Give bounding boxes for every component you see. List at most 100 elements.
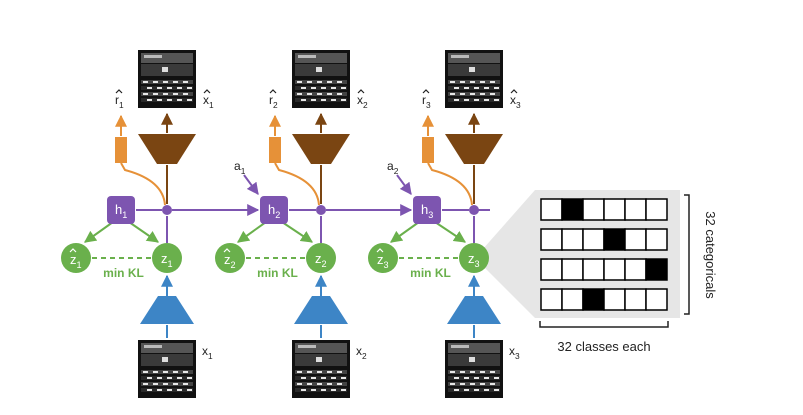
input-frame-stripe <box>147 389 152 391</box>
reconstruction-frame-stripe <box>167 87 172 89</box>
dot-to-reward-line <box>427 162 473 206</box>
action-label: a2 <box>387 159 399 176</box>
input-frame-stripe <box>167 377 172 379</box>
reconstruction-frame-stripe <box>173 93 178 95</box>
reconstruction-frame-stripe <box>167 99 172 101</box>
input-frame-stripe <box>450 371 455 373</box>
input-frame-stripe <box>454 389 459 391</box>
input-frame-stripe <box>143 383 148 385</box>
reconstruction-frame-stripe <box>321 99 326 101</box>
reconstruction-frame-stripe <box>327 93 332 95</box>
input-frame-stripe <box>157 389 162 391</box>
reconstruction-frame-stripe <box>494 99 499 101</box>
min-kl-label: min KL <box>410 266 451 280</box>
reconstruction-frame-stripe <box>311 99 316 101</box>
rhat-label-main: r <box>115 93 119 107</box>
decoder-trapezoid <box>138 134 196 164</box>
input-frame-stripe <box>173 383 178 385</box>
input-frame-stripe <box>187 389 192 391</box>
reconstruction-frame-stripe <box>163 93 168 95</box>
input-frame-stripe <box>321 389 326 391</box>
x-label-main: x <box>509 344 515 358</box>
x-label-main: x <box>356 344 362 358</box>
reconstruction-frame-stripe <box>143 93 148 95</box>
reconstruction-frame-stripe <box>157 99 162 101</box>
input-frame-stripe <box>317 383 322 385</box>
deterministic-state-box <box>260 196 288 224</box>
input-frame-stripe <box>177 389 182 391</box>
reconstruction-frame-stripe <box>317 93 322 95</box>
input-frame-stripe <box>337 383 342 385</box>
input-frame-stripe <box>311 389 316 391</box>
reconstruction-frame-stripe <box>341 99 346 101</box>
reward-predictor <box>422 137 434 163</box>
input-frame-stripe <box>297 383 302 385</box>
input-frame-stripe <box>317 371 322 373</box>
dot-to-reward-line <box>120 162 166 206</box>
category-cell <box>603 258 626 281</box>
input-frame-stripe <box>157 377 162 379</box>
z-label: z1 <box>161 251 173 269</box>
rhat-label: r2 <box>269 93 278 110</box>
reward-predictor <box>115 137 127 163</box>
input-frame-stripe <box>301 377 306 379</box>
action-label-sub: 1 <box>241 166 246 176</box>
x-label-sub: 3 <box>515 351 520 361</box>
reconstruction-frame-stripe <box>147 87 152 89</box>
xhat-label-sub: 1 <box>209 100 214 110</box>
classes-label: 32 classes each <box>557 339 650 354</box>
category-cell <box>645 198 668 221</box>
xhat-label: x3 <box>510 93 521 110</box>
stochastic-state-node <box>459 243 489 273</box>
reconstruction-frame-stripe <box>307 93 312 95</box>
reconstruction-frame-stripe <box>474 99 479 101</box>
category-cell <box>540 228 563 251</box>
xhat-label-sub: 2 <box>363 100 368 110</box>
xhat-hat <box>203 89 211 94</box>
reconstruction-frame-stripe <box>494 87 499 89</box>
reconstruction-frame-stripe <box>177 99 182 101</box>
z-label-main: z <box>315 251 322 266</box>
reconstruction-frame-score <box>298 55 316 58</box>
zhat-hat <box>223 248 231 253</box>
input-frame-sprite <box>162 357 168 362</box>
input-frame-stripe <box>454 377 459 379</box>
reconstruction-frame <box>292 50 350 108</box>
h-label: h1 <box>115 202 127 220</box>
x-label: x3 <box>509 344 520 361</box>
xhat-label-main: x <box>357 93 363 107</box>
input-frame-stripe <box>494 389 499 391</box>
reconstruction-frame-stripe <box>153 93 158 95</box>
zhat-label-main: z <box>377 252 384 267</box>
reconstruction-frame-stripe <box>484 87 489 89</box>
category-cell <box>645 228 668 251</box>
reconstruction-frame-stripe <box>301 87 306 89</box>
input-frame-stripe <box>307 383 312 385</box>
classes-bracket <box>539 321 669 328</box>
reconstruction-frame <box>138 50 196 108</box>
z-label-sub: 3 <box>475 259 480 269</box>
input-frame-stripe <box>464 377 469 379</box>
input-frame <box>292 340 350 398</box>
xhat-hat <box>510 89 518 94</box>
rhat-hat <box>269 89 277 94</box>
rhat-hat <box>115 89 123 94</box>
z-label-main: z <box>161 251 168 266</box>
h-label-main: h <box>421 202 428 217</box>
z-label-sub: 2 <box>322 259 327 269</box>
xhat-hat <box>357 89 365 94</box>
rhat-hat <box>422 89 430 94</box>
reconstruction-frame-stripe <box>460 81 465 83</box>
h-label: h2 <box>268 202 280 220</box>
decoder-trapezoid <box>445 134 503 164</box>
category-cell <box>603 228 626 251</box>
input-frame-stripe <box>331 377 336 379</box>
reconstruction-frame-sprite <box>316 67 322 72</box>
reconstruction-frame-stripe <box>173 81 178 83</box>
category-cell <box>603 198 626 221</box>
input-frame-stripe <box>484 389 489 391</box>
input-frame-hud <box>448 343 500 353</box>
prior-state-node <box>215 243 245 273</box>
